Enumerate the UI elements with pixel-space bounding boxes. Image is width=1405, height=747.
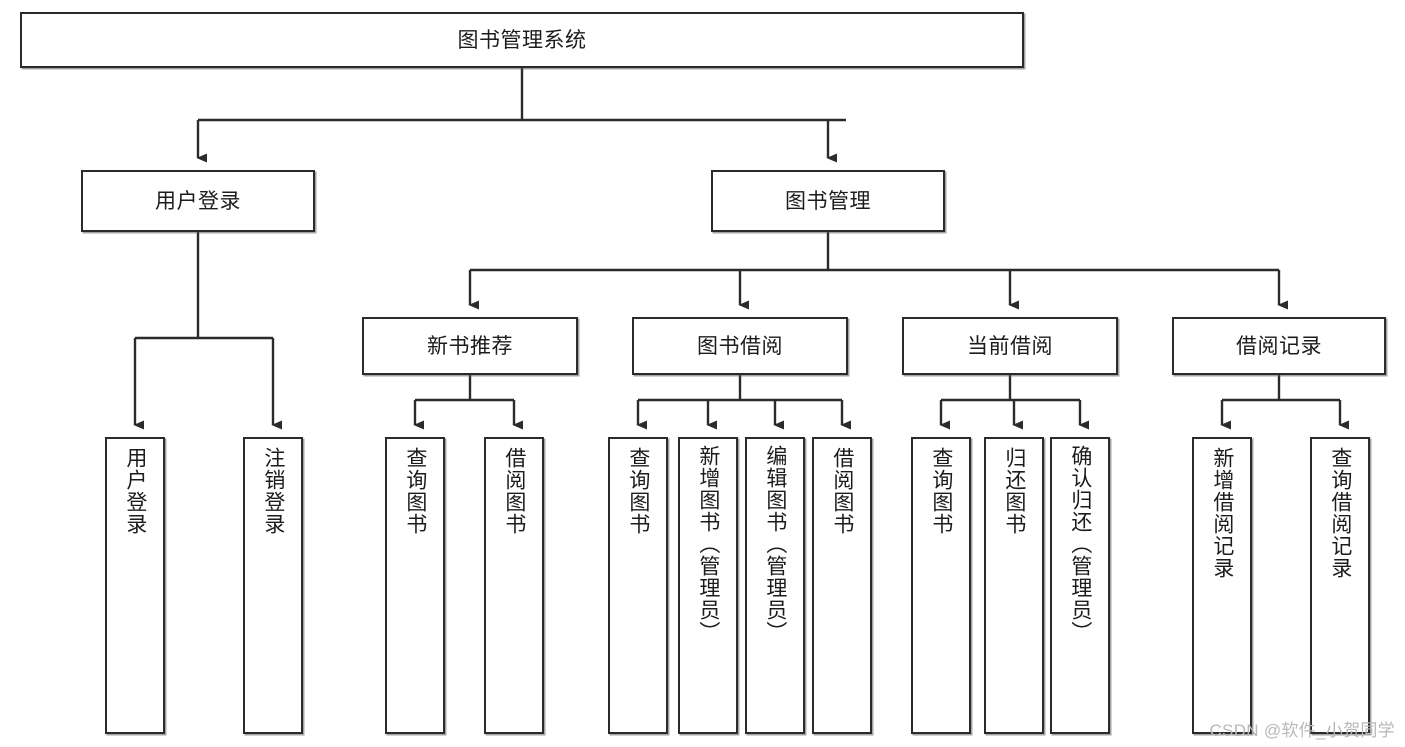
node-user-login-label: 用户登录 <box>155 189 241 213</box>
node-leaf-add-book-label: 新增图书（管理员） <box>696 445 720 643</box>
node-leaf-user-login[interactable]: 用户登录 <box>105 437 165 734</box>
node-leaf-return-book[interactable]: 归还图书 <box>984 437 1044 734</box>
node-leaf-borrow-book-rec-label: 借阅图书 <box>502 447 526 535</box>
node-leaf-logout[interactable]: 注销登录 <box>243 437 303 734</box>
node-current-borrow[interactable]: 当前借阅 <box>902 317 1118 375</box>
node-book-manage-label: 图书管理 <box>785 189 871 213</box>
node-leaf-query-book-borrow[interactable]: 查询图书 <box>608 437 668 734</box>
node-book-borrow[interactable]: 图书借阅 <box>632 317 848 375</box>
node-leaf-confirm-return-label: 确认归还（管理员） <box>1068 445 1092 643</box>
node-current-borrow-label: 当前借阅 <box>967 334 1053 358</box>
node-leaf-user-login-label: 用户登录 <box>123 447 147 535</box>
node-leaf-borrow-book-label: 借阅图书 <box>830 447 854 535</box>
node-borrow-record-label: 借阅记录 <box>1236 334 1322 358</box>
node-user-login[interactable]: 用户登录 <box>81 170 315 232</box>
node-book-borrow-label: 图书借阅 <box>697 334 783 358</box>
node-borrow-record[interactable]: 借阅记录 <box>1172 317 1386 375</box>
node-leaf-confirm-return[interactable]: 确认归还（管理员） <box>1050 437 1110 734</box>
node-leaf-add-book[interactable]: 新增图书（管理员） <box>678 437 738 734</box>
node-leaf-logout-label: 注销登录 <box>261 447 285 535</box>
node-root[interactable]: 图书管理系统 <box>20 12 1024 68</box>
node-leaf-query-book-current[interactable]: 查询图书 <box>911 437 971 734</box>
node-leaf-edit-book[interactable]: 编辑图书（管理员） <box>745 437 805 734</box>
node-leaf-query-record[interactable]: 查询借阅记录 <box>1310 437 1370 734</box>
node-leaf-query-book-borrow-label: 查询图书 <box>626 447 650 535</box>
node-leaf-borrow-book[interactable]: 借阅图书 <box>812 437 872 734</box>
node-leaf-add-record-label: 新增借阅记录 <box>1210 447 1234 579</box>
node-leaf-edit-book-label: 编辑图书（管理员） <box>763 445 787 643</box>
node-new-book-rec-label: 新书推荐 <box>427 334 513 358</box>
node-book-manage[interactable]: 图书管理 <box>711 170 945 232</box>
watermark-text: CSDN @软件_小贺同学 <box>1209 721 1395 740</box>
node-leaf-borrow-book-rec[interactable]: 借阅图书 <box>484 437 544 734</box>
node-leaf-query-book-rec-label: 查询图书 <box>403 447 427 535</box>
node-new-book-rec[interactable]: 新书推荐 <box>362 317 578 375</box>
node-leaf-query-book-rec[interactable]: 查询图书 <box>385 437 445 734</box>
node-leaf-add-record[interactable]: 新增借阅记录 <box>1192 437 1252 734</box>
node-leaf-query-record-label: 查询借阅记录 <box>1328 447 1352 579</box>
node-leaf-query-book-current-label: 查询图书 <box>929 447 953 535</box>
node-leaf-return-book-label: 归还图书 <box>1002 447 1026 535</box>
node-root-label: 图书管理系统 <box>457 28 587 52</box>
